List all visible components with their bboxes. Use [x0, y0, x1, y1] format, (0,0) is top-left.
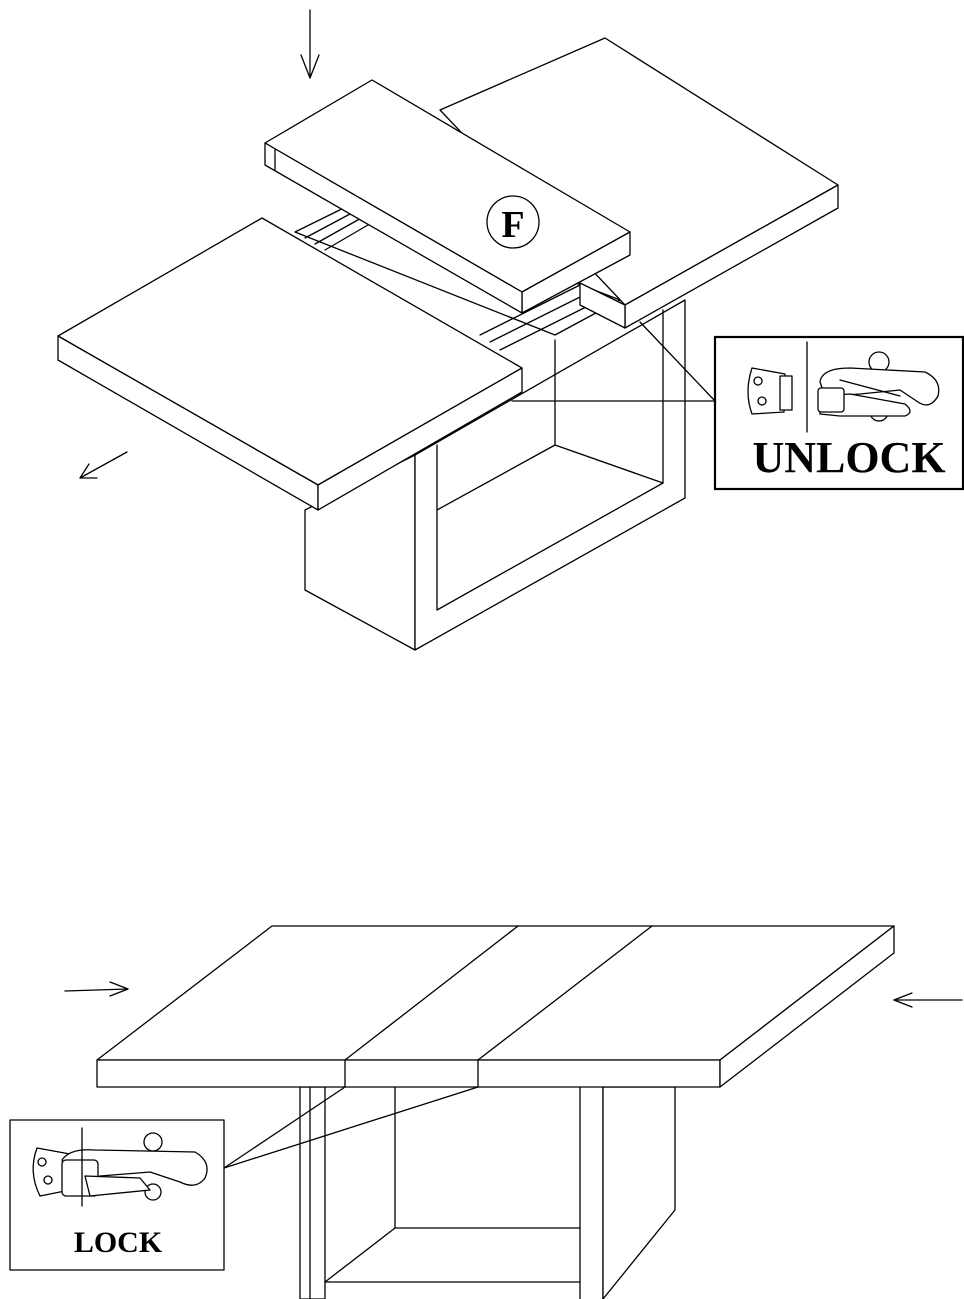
part-f-marker [486, 195, 540, 249]
table-pedestal-top [304, 299, 686, 651]
unlock-leader-line-2 [639, 321, 716, 402]
lock-callout: LOCK [9, 1119, 225, 1271]
insert-leaf-arrow [300, 9, 320, 79]
latch-open-icon [817, 351, 940, 422]
unlock-label: UNLOCK [752, 433, 945, 482]
push-left-arrow [64, 981, 129, 997]
pull-apart-arrow [79, 451, 128, 479]
bottom-figure: LOCK [9, 925, 963, 1299]
leaf-f: F [264, 79, 631, 314]
push-right-arrow [893, 992, 963, 1008]
part-f-label: F [501, 204, 524, 246]
unlock-callout: UNLOCK [713, 335, 964, 491]
latch-plate-icon [747, 367, 786, 415]
closed-tabletop [96, 925, 895, 1088]
table-pedestal-bottom [299, 1086, 676, 1299]
top-figure: F [57, 9, 964, 651]
lock-label: LOCK [74, 1226, 163, 1259]
lock-leader-line [223, 1086, 346, 1169]
left-tabletop-half [57, 217, 523, 511]
latch-closed-icon [61, 1132, 208, 1201]
lock-leader-line-2 [223, 1086, 479, 1169]
